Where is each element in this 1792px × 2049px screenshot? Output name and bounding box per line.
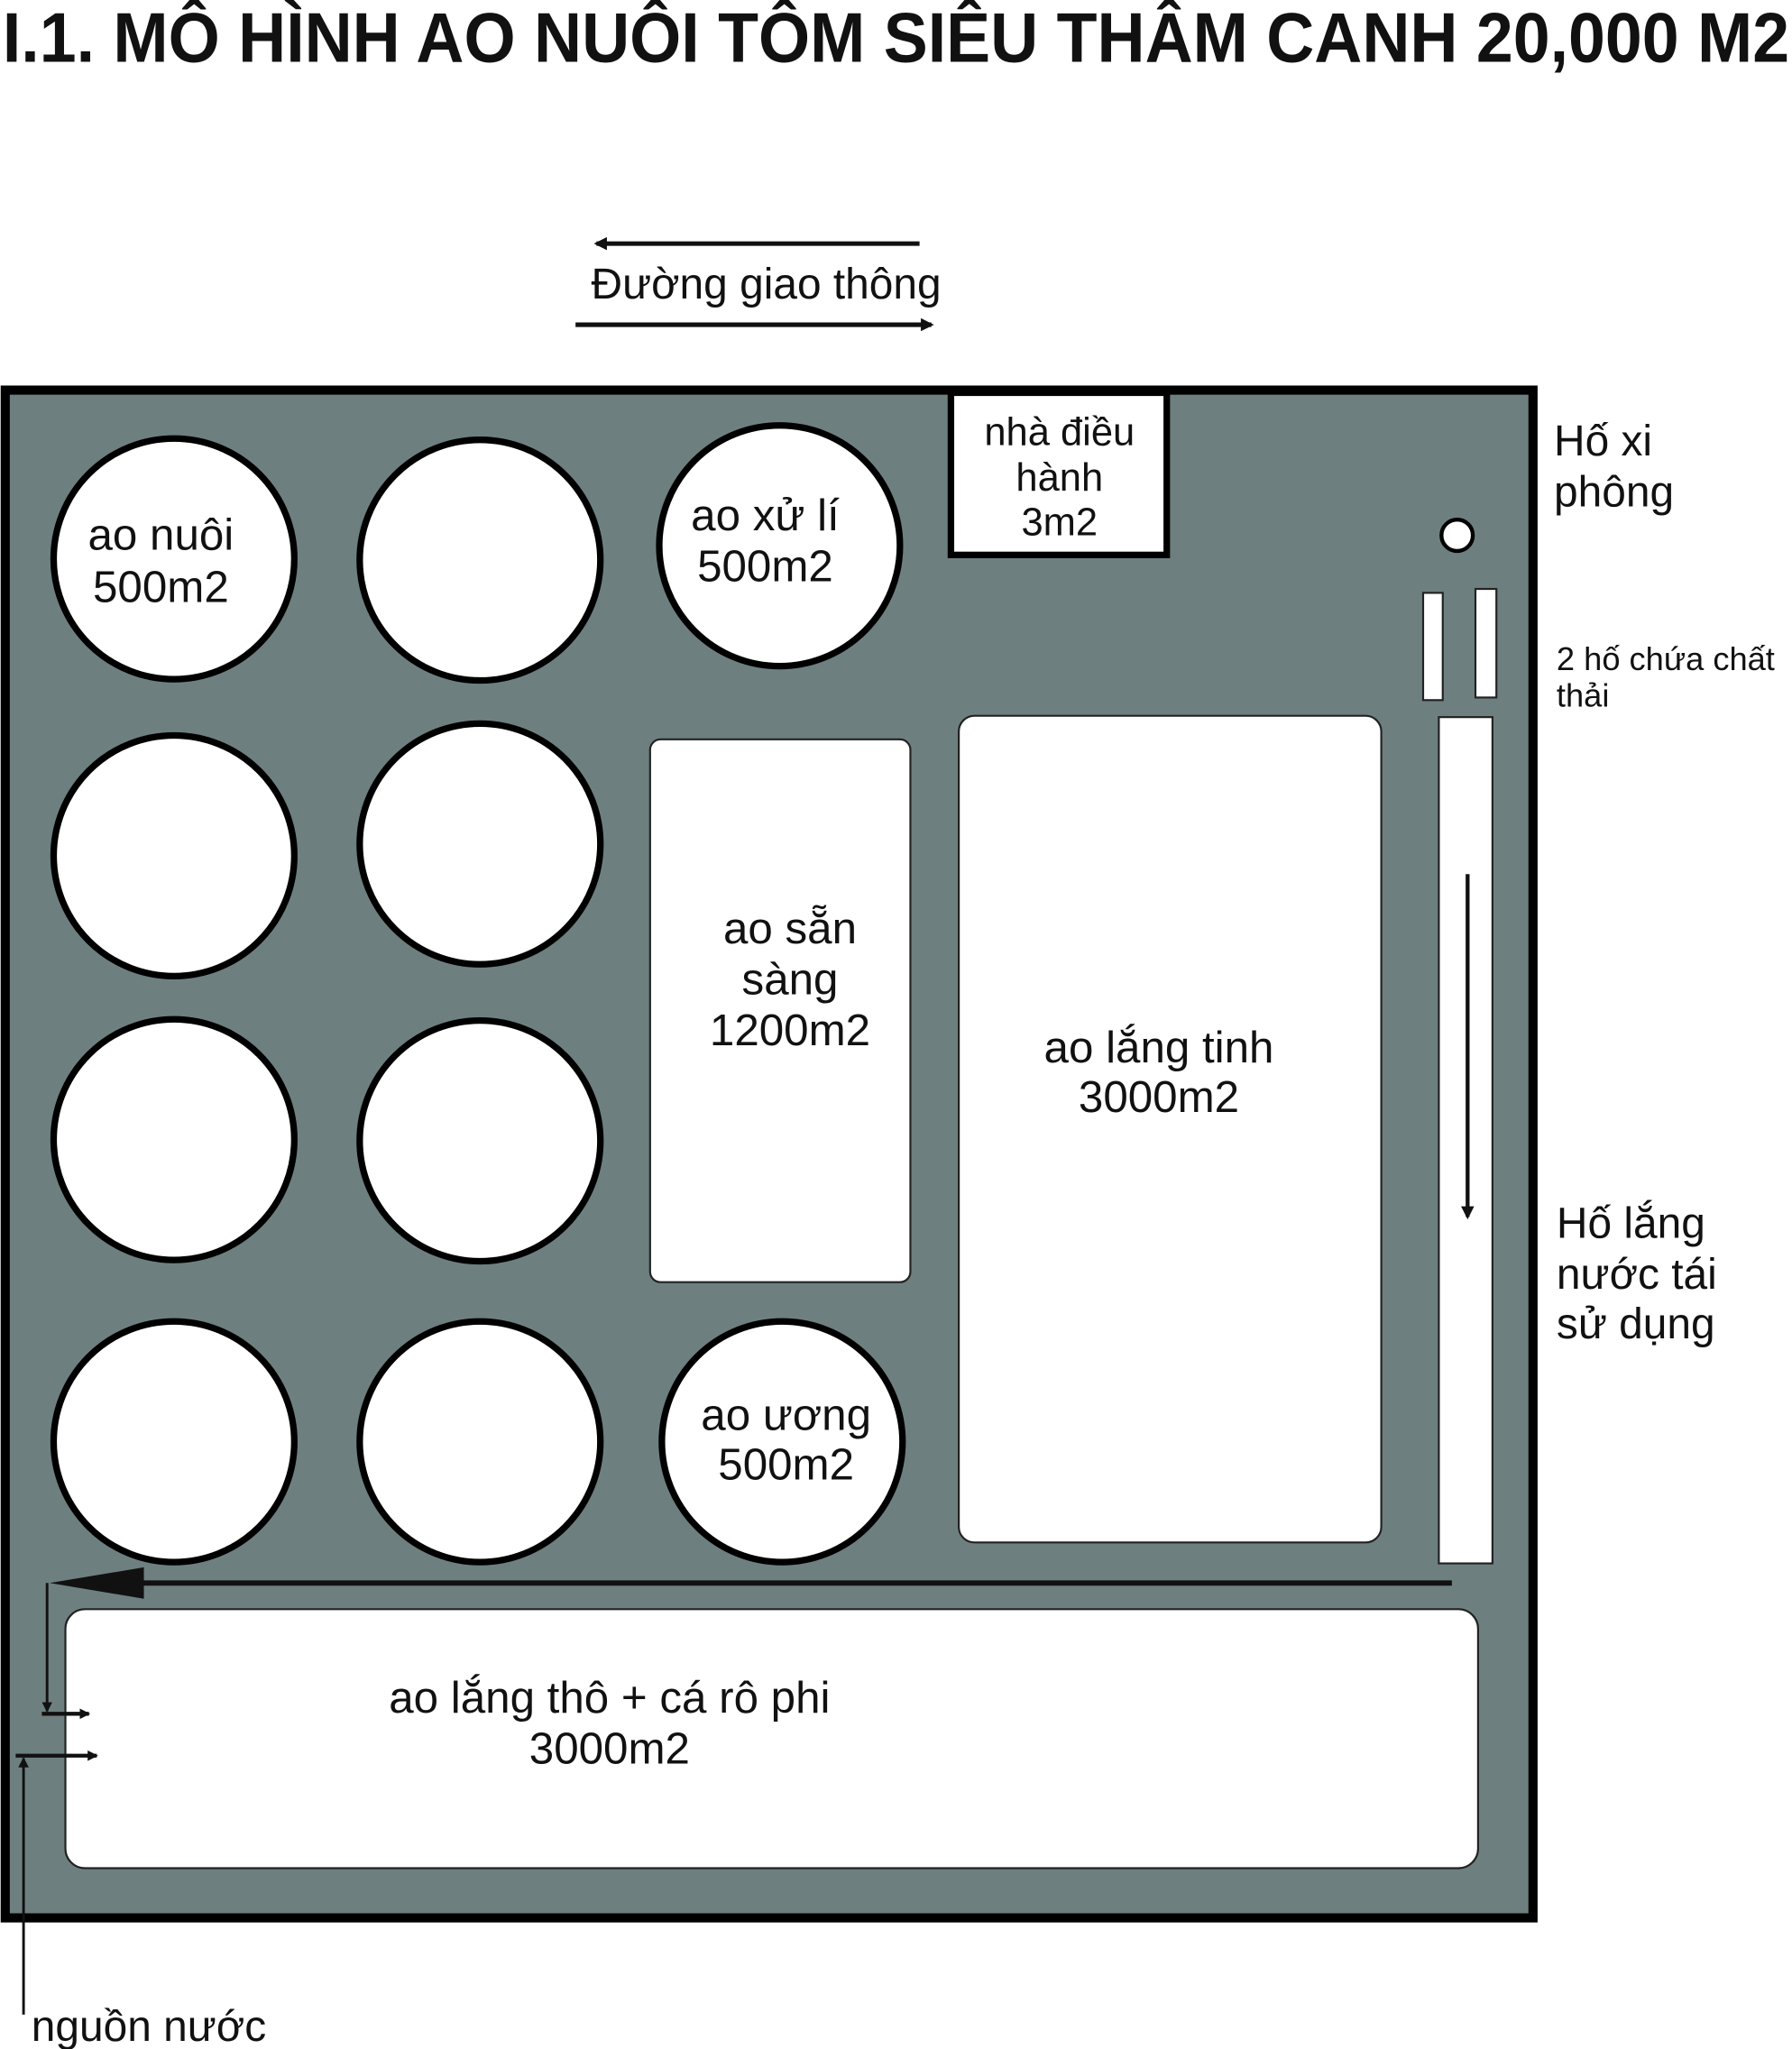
pond-area: 500m2 — [93, 563, 229, 612]
pond-label: ao nuôi — [88, 510, 234, 560]
fine-settling-pond: ao lắng tinh 3000m2 — [958, 714, 1383, 1544]
reuse-pit-label: sử dụng — [1557, 1300, 1715, 1348]
siphon-label: Hố xi — [1554, 418, 1652, 465]
pond-area: 3000m2 — [1079, 1072, 1239, 1122]
reuse-pit-label: nước tái — [1557, 1251, 1717, 1299]
grow-out-pond — [50, 1318, 298, 1566]
waste-pits-label: 2 hố chứa chất — [1557, 640, 1775, 677]
pond-area: 500m2 — [718, 1440, 854, 1490]
pond-area: 1200m2 — [710, 1006, 870, 1055]
grow-out-pond — [50, 1015, 298, 1263]
pond-area: 3000m2 — [529, 1723, 690, 1773]
nursery-pond: ao ương 500m2 — [658, 1318, 906, 1566]
office-label: hành — [1015, 456, 1103, 500]
road-label: Đường giao thông — [592, 261, 942, 308]
coarse-settling-pond: ao lắng thô + cá rô phi 3000m2 — [64, 1608, 1480, 1870]
return-channel-arrowhead — [50, 1567, 144, 1599]
grow-out-pond — [356, 720, 604, 968]
ready-pond: ao sẵn sàng 1200m2 — [648, 738, 912, 1283]
page-title: I.1. MÔ HÌNH AO NUÔI TÔM SIÊU THÂM CANH … — [3, 0, 1789, 78]
grow-out-pond — [356, 436, 604, 685]
grow-out-pond — [356, 1318, 604, 1566]
road-indicator: Đường giao thông — [575, 236, 942, 332]
pond-label: ao lắng tinh — [1044, 1023, 1274, 1072]
pond-label: ao lắng thô + cá rô phi — [389, 1673, 830, 1723]
siphon-pit — [1439, 517, 1475, 554]
office-area: 3m2 — [1021, 501, 1098, 545]
grow-out-pond — [356, 1017, 604, 1265]
pond-label: ao sẵn — [723, 904, 857, 953]
pond-label: ao ương — [701, 1391, 871, 1440]
reuse-pit-label: Hố lắng — [1557, 1199, 1705, 1247]
treatment-pond: ao xử lí 500m2 — [656, 422, 904, 670]
waste-pit — [1421, 592, 1444, 702]
water-source-label: nguồn nước — [32, 2003, 266, 2049]
pond-label: sàng — [742, 955, 839, 1005]
pond-label: ao xử lí — [691, 491, 840, 540]
grow-out-pond — [50, 731, 298, 979]
grow-out-pond: ao nuôi 500m2 — [50, 435, 298, 683]
office-label: nhà điều — [984, 410, 1135, 454]
waste-pit — [1474, 587, 1498, 699]
siphon-label: phông — [1554, 469, 1674, 517]
pond-area: 500m2 — [697, 541, 833, 591]
waste-pits-label: thải — [1557, 677, 1609, 714]
office-building: nhà điều hành 3m2 — [947, 389, 1171, 558]
